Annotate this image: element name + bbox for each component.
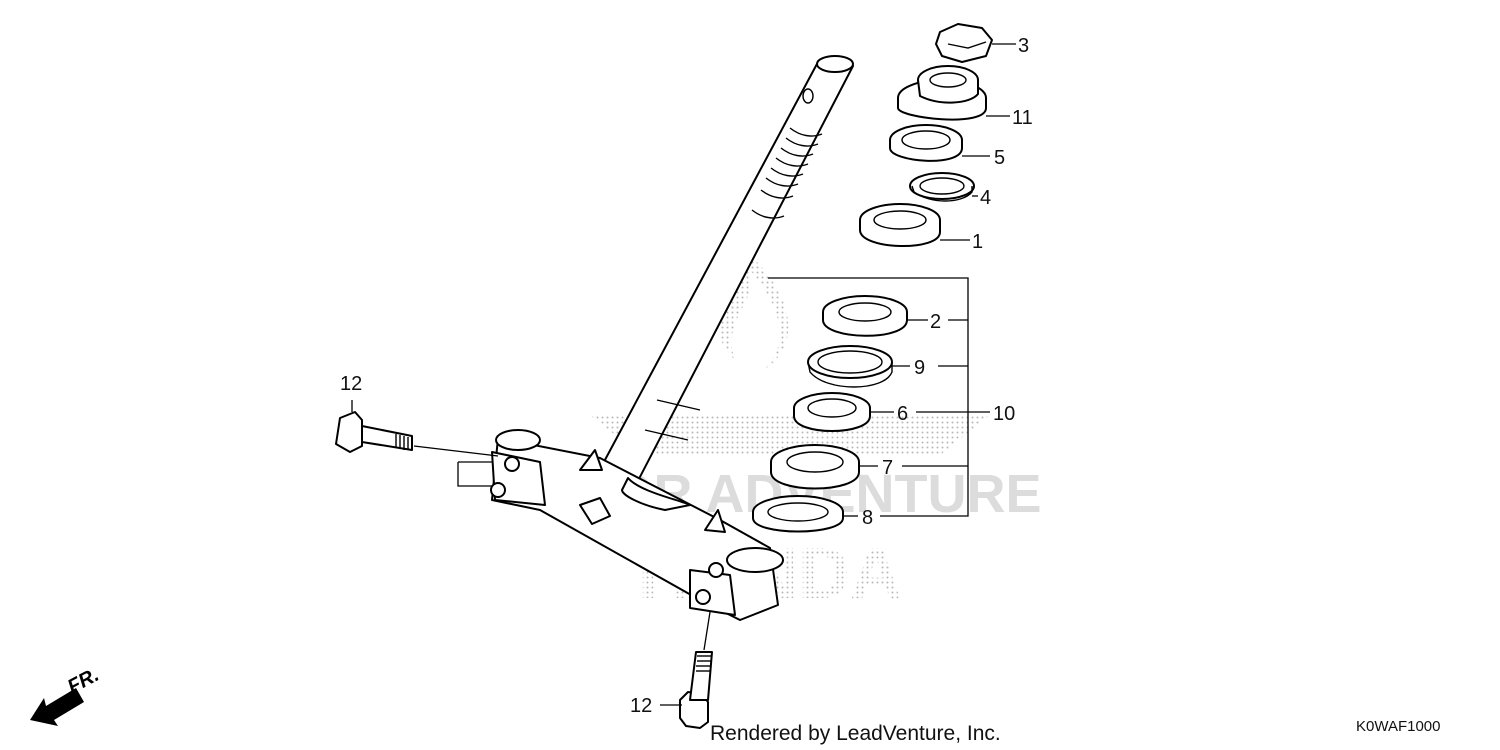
- callout-4: 4: [980, 187, 991, 209]
- group-10-bracket: [768, 277, 990, 517]
- part-5-top-race: [889, 124, 990, 162]
- front-arrow-icon: [30, 688, 84, 726]
- part-1-upper-cone: [859, 203, 970, 248]
- diagram-code: K0WAF1000: [1356, 718, 1441, 735]
- part-7-dust-seal: [770, 444, 878, 490]
- bolt-12-lower: [660, 611, 713, 729]
- callout-3: 3: [1018, 35, 1029, 57]
- callout-12-upper: 12: [340, 373, 362, 395]
- part-11-adjusting-nut: [897, 65, 1010, 121]
- part-6-lower-race: [793, 392, 894, 432]
- callout-11: 11: [1012, 107, 1033, 129]
- callout-2: 2: [930, 311, 941, 333]
- part-4-bearing-upper: [909, 172, 978, 202]
- callout-1: 1: [972, 231, 983, 253]
- watermark-wing: [590, 415, 990, 455]
- lower-triple-clamp: [457, 429, 784, 621]
- front-indicator: FR.: [30, 664, 103, 726]
- callout-12-lower: 12: [630, 695, 652, 717]
- callout-9: 9: [914, 357, 925, 379]
- callout-6: 6: [897, 403, 908, 425]
- bolt-12-upper: [335, 400, 499, 457]
- callout-10: 10: [993, 403, 1015, 425]
- callout-7: 7: [882, 457, 893, 479]
- credit-text: Rendered by LeadVenture, Inc.: [710, 722, 1001, 745]
- callout-8: 8: [862, 507, 873, 529]
- part-9-bearing-lower: [807, 345, 910, 388]
- part-2-dust-seal: [822, 295, 928, 337]
- part-3-locknut: [935, 23, 1016, 63]
- part-8-washer: [752, 495, 858, 533]
- callout-5: 5: [994, 147, 1005, 169]
